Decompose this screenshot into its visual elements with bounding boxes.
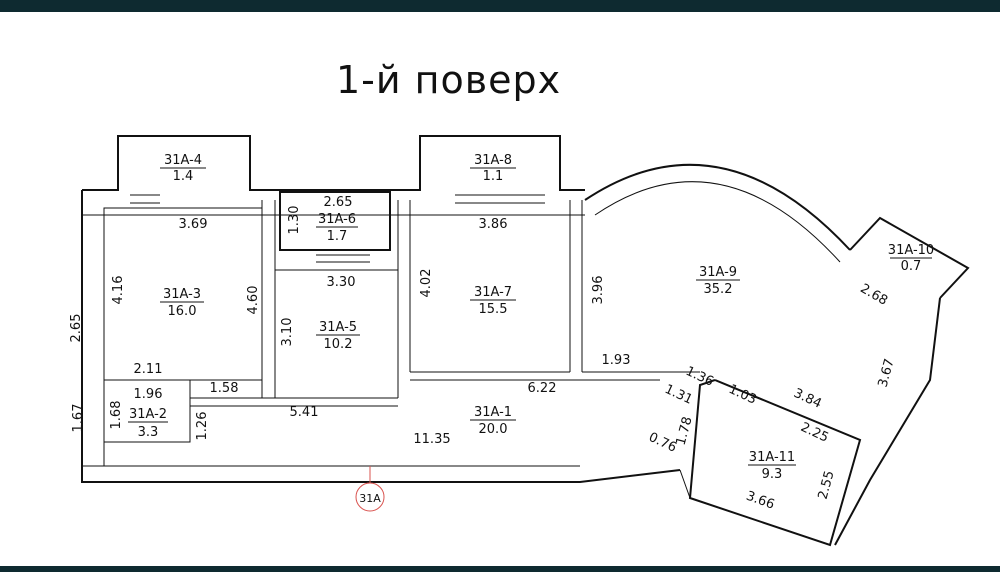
dim-label: 2.55	[816, 469, 838, 501]
dim-label: 11.35	[413, 432, 450, 447]
room-id-31A-6: 31A-6	[318, 212, 356, 227]
dim-label: 2.65	[324, 195, 353, 210]
dim-label: 1.26	[195, 412, 210, 441]
room-area-31A-8: 1.1	[483, 169, 504, 184]
room-area-31A-9: 35.2	[704, 282, 733, 297]
dim-label: 0.76	[646, 430, 679, 456]
dim-label: 3.96	[591, 276, 606, 305]
dim-label: 1.78	[674, 415, 696, 447]
walls	[81, 135, 970, 547]
room-labels: 31A-4 1.4 31A-6 1.7 31A-8 1.1 31A-3 16.0…	[128, 153, 934, 482]
dim-label: 2.68	[857, 281, 890, 308]
room-id-31A-3: 31A-3	[163, 287, 201, 302]
dim-label: 3.66	[744, 489, 776, 513]
dim-label: 1.67	[71, 404, 86, 433]
dim-label: 1.31	[662, 382, 695, 408]
floor-title: 1-й поверх	[336, 58, 562, 102]
room-area-31A-2: 3.3	[138, 425, 159, 440]
dim-label: 3.69	[179, 217, 208, 232]
dim-label: 1.03	[726, 382, 759, 408]
dim-label: 3.30	[327, 275, 356, 290]
dim-label: 1.96	[134, 387, 163, 402]
dim-label: 1.93	[602, 353, 631, 368]
room-id-31A-8: 31A-8	[474, 153, 512, 168]
dim-label: 4.16	[111, 276, 126, 305]
top-frame-bar	[0, 0, 1000, 12]
dim-label: 1.68	[109, 401, 124, 430]
room-area-31A-4: 1.4	[173, 169, 194, 184]
room-id-31A-1: 31A-1	[474, 405, 512, 420]
dim-label: 3.67	[876, 357, 898, 389]
room-area-31A-7: 15.5	[479, 302, 508, 317]
bottom-frame-bar	[0, 566, 1000, 572]
room-area-31A-11: 9.3	[762, 467, 783, 482]
room-id-31A-5: 31A-5	[319, 320, 357, 335]
room-area-31A-10: 0.7	[901, 259, 922, 274]
dim-label: 5.41	[290, 405, 319, 420]
dim-label: 3.10	[280, 318, 295, 347]
dim-label: 3.84	[791, 386, 824, 412]
dim-label: 2.25	[798, 420, 831, 446]
dim-label: 4.02	[419, 269, 434, 298]
dim-label: 1.58	[210, 381, 239, 396]
room-area-31A-1: 20.0	[479, 422, 508, 437]
dim-label: 1.30	[287, 206, 302, 235]
dim-label: 2.65	[69, 314, 84, 343]
dim-label: 6.22	[528, 381, 557, 396]
room-id-31A-2: 31A-2	[129, 407, 167, 422]
room-id-31A-11: 31A-11	[749, 450, 795, 465]
dim-label: 3.86	[479, 217, 508, 232]
dim-label: 4.60	[246, 286, 261, 315]
room-area-31A-6: 1.7	[327, 229, 348, 244]
room-id-31A-4: 31A-4	[164, 153, 202, 168]
unit-marker: 31A	[355, 466, 385, 512]
room-area-31A-5: 10.2	[324, 337, 353, 352]
room-id-31A-9: 31A-9	[699, 265, 737, 280]
unit-marker-label: 31A	[359, 492, 381, 505]
room-id-31A-10: 31A-10	[888, 243, 934, 258]
room-id-31A-7: 31A-7	[474, 285, 512, 300]
room-area-31A-3: 16.0	[168, 304, 197, 319]
dim-label: 2.11	[134, 362, 163, 377]
